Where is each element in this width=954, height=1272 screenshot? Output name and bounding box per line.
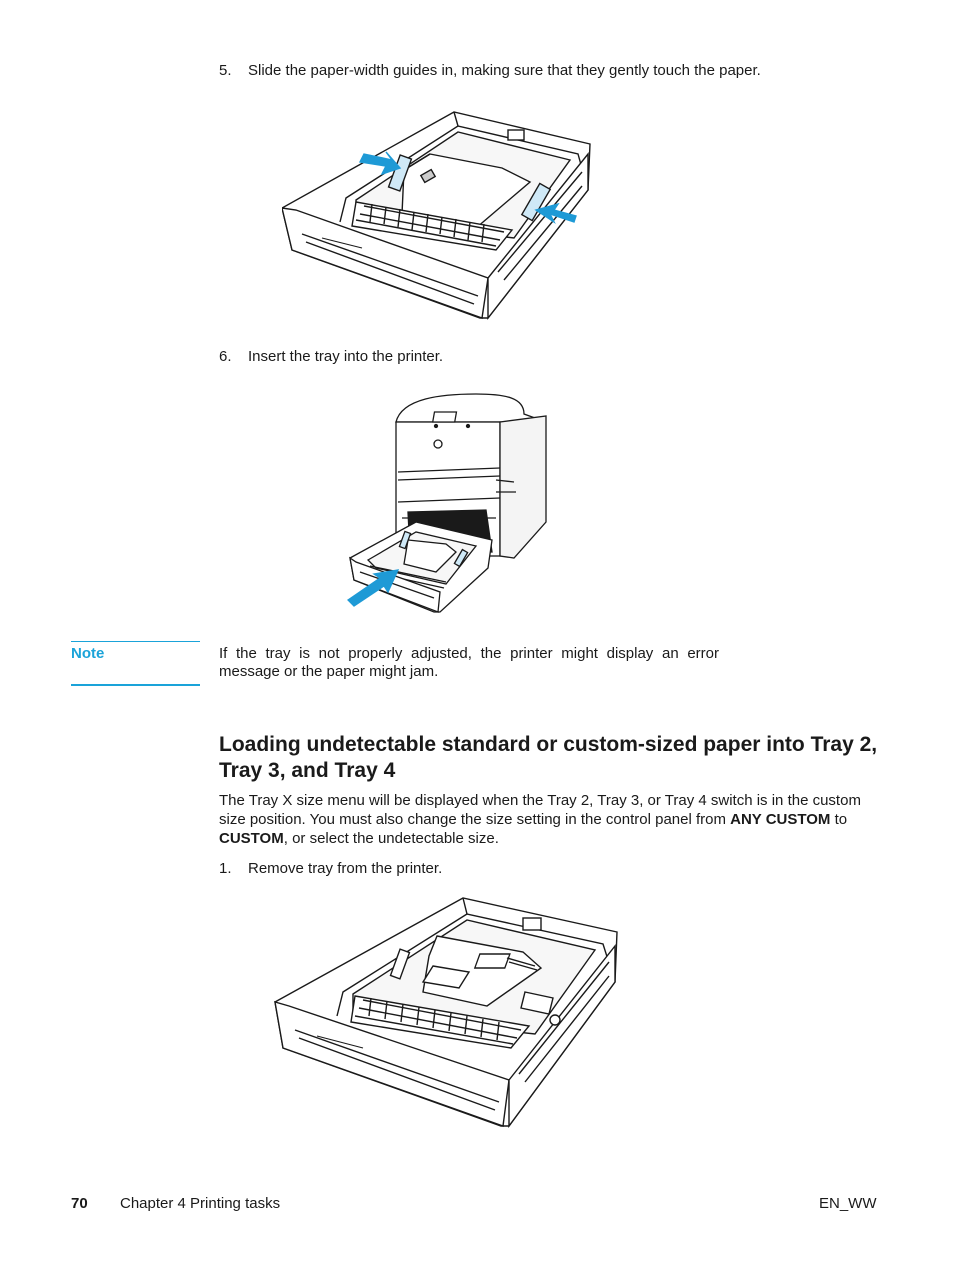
section-paragraph: The Tray X size menu will be displayed w… bbox=[219, 791, 879, 848]
step-text: Insert the tray into the printer. bbox=[248, 348, 444, 365]
footer-chapter: Chapter 4 Printing tasks bbox=[120, 1195, 281, 1212]
section-title: Loading undetectable standard or custom-… bbox=[219, 733, 878, 782]
para-bold-custom: CUSTOM bbox=[219, 830, 284, 847]
step-number: 1. bbox=[219, 860, 232, 877]
note-top-rule bbox=[71, 641, 200, 642]
para-text-1: The Tray X size menu will be displayed w… bbox=[219, 792, 861, 828]
tray-guides-illustration bbox=[282, 110, 594, 322]
step-number: 6. bbox=[219, 348, 232, 365]
step-5: 5. Slide the paper-width guides in, makin… bbox=[219, 61, 899, 80]
note-bottom-rule bbox=[71, 684, 200, 686]
printer-insert-tray-illustration bbox=[346, 392, 548, 614]
step-1: 1. Remove tray from the printer. bbox=[219, 859, 899, 878]
section-heading-block: Loading undetectable standard or custom-… bbox=[219, 732, 879, 784]
step-text: Slide the paper-width guides in, making … bbox=[248, 62, 761, 79]
step-number: 5. bbox=[219, 62, 232, 79]
step-6: 6. Insert the tray into the printer. bbox=[219, 347, 899, 366]
para-text-3: , or select the undetectable size. bbox=[283, 830, 499, 847]
footer-locale: EN_WW bbox=[819, 1195, 877, 1212]
note-label: Note bbox=[71, 645, 105, 662]
empty-tray-illustration bbox=[273, 896, 619, 1128]
para-bold-any-custom: ANY CUSTOM bbox=[730, 811, 831, 828]
step-text: Remove tray from the printer. bbox=[248, 860, 443, 877]
note-text: If the tray is not properly adjusted, th… bbox=[219, 645, 719, 680]
para-text-2: to bbox=[830, 811, 848, 828]
page-number: 70 bbox=[71, 1195, 88, 1212]
